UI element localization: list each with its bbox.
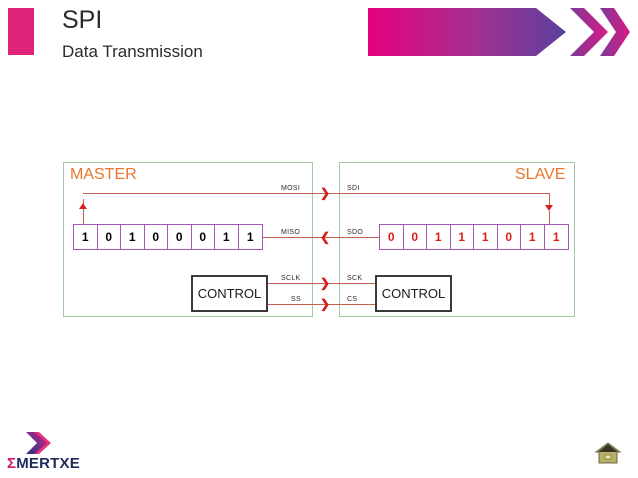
slave-shift-register: 0 0 1 1 1 0 1 1 [379,224,569,250]
slave-panel [339,162,575,317]
slave-register-bit: 0 [498,225,521,249]
master-register-bit: 0 [145,225,168,249]
miso-sdo-bus-wire [313,237,345,238]
sclk-direction-arrow-icon: ❯ [320,276,331,290]
mosi-direction-arrow-icon: ❯ [320,186,331,200]
header-arrow-graphic [368,8,630,56]
sclk-sck-bus-wire [313,283,345,284]
signal-label-sck: SCK [347,275,363,282]
master-register-input-arrowhead [79,203,87,209]
logo-wordmark: MERTXE [16,455,80,472]
slave-register-bit: 1 [474,225,498,249]
home-icon[interactable] [594,439,622,467]
signal-label-mosi: MOSI [281,185,301,192]
ss-direction-arrow-icon: ❯ [320,297,331,311]
master-panel [63,162,313,317]
slave-sdi-horizontal-wire [345,193,549,194]
page-subtitle: Data Transmission [62,42,203,61]
slave-register-bit: 0 [404,225,427,249]
master-register-bit: 0 [98,225,121,249]
master-miso-horizontal-wire [263,237,313,238]
emertxe-logo [6,430,98,474]
master-register-bit: 0 [192,225,215,249]
ss-cs-bus-wire [313,304,345,305]
signal-label-miso: MISO [281,229,301,236]
master-mosi-feedback-vertical-wire [83,199,84,225]
master-ss-horizontal-wire [268,304,313,305]
signal-label-ss: SS [291,296,301,303]
slave-register-bit: 1 [451,225,474,249]
emertxe-logo-text: ΣMERTXE [7,455,80,472]
slave-sdi-vertical-wire-lower [549,211,550,225]
slave-register-bit: 1 [521,225,545,249]
master-panel-title: MASTER [70,166,137,183]
master-register-bit: 1 [246,230,254,244]
slave-control-box: CONTROL [375,275,452,312]
signal-label-sclk: SCLK [281,275,301,282]
slave-register-bit: 1 [427,225,451,249]
master-register-bit: 1 [74,225,98,249]
slave-register-bit: 1 [552,230,560,244]
master-register-bit: 0 [168,225,192,249]
page-title: SPI [62,6,103,34]
signal-label-sdi: SDI [347,185,360,192]
slave-control-label: CONTROL [381,286,446,301]
slave-sdo-horizontal-wire [345,237,379,238]
slave-cs-horizontal-wire [345,304,375,305]
master-control-label: CONTROL [197,286,262,301]
miso-direction-arrow-icon: ❮ [320,230,331,244]
slave-sck-horizontal-wire [345,283,375,284]
master-register-bit: 1 [215,225,239,249]
signal-label-cs: CS [347,296,358,303]
header-accent-square [8,8,34,55]
master-control-box: CONTROL [191,275,268,312]
master-mosi-horizontal-wire [83,193,313,194]
master-sclk-horizontal-wire [268,283,313,284]
slave-register-bit: 0 [380,225,404,249]
signal-label-sdo: SDO [347,229,364,236]
mosi-sdi-bus-wire [313,193,345,194]
logo-sigma-glyph: Σ [7,455,17,472]
slave-panel-title: SLAVE [515,166,566,183]
slave-register-input-arrowhead [545,205,553,211]
master-shift-register: 1 0 1 0 0 0 1 1 [73,224,263,250]
master-register-bit: 1 [121,225,145,249]
slave-sdi-vertical-wire [549,193,550,205]
